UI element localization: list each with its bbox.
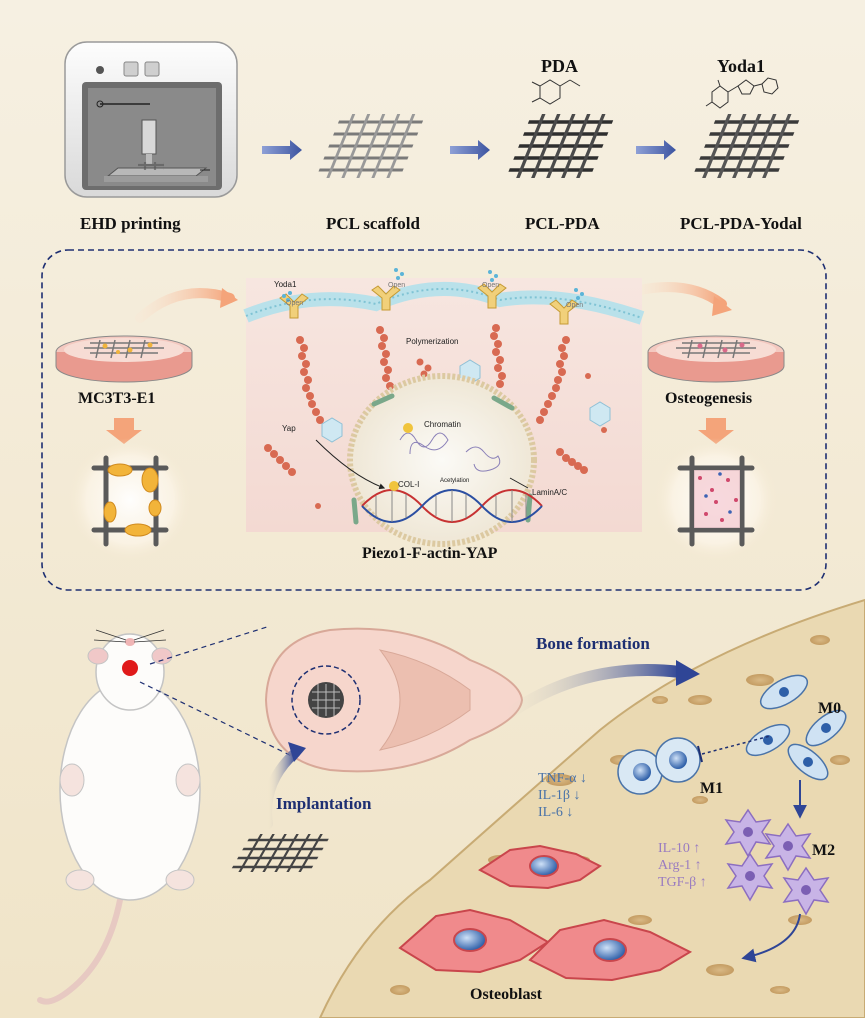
label-m2: M2 [812,842,836,859]
cytokine-arg1: Arg-1 ↑ [658,858,702,873]
label-chromatin: Chromatin [424,420,461,429]
workflow-arrows [262,140,676,160]
label-bone-formation: Bone formation [536,634,650,653]
bone-formation-arrow-icon [494,664,686,726]
label-open: Open [566,302,584,309]
inhibition-bar [697,745,703,763]
arrow-down-icon [698,418,734,444]
arrow-head-icon [712,296,732,316]
label-acetylation: Acetylation [440,478,470,484]
zoom-line [139,681,301,761]
petri-dish-right-icon [647,335,785,383]
label-yap: Yap [282,424,296,433]
chem-pda: PDA [541,56,578,76]
label-polymerization: Polymerization [406,337,459,346]
pcl-pda-scaffold-icon [508,114,614,178]
label-lamin-ac: LaminA/C [532,488,568,497]
label-mc3t3-e1: MC3T3-E1 [78,390,156,407]
cell-scaffold-right-icon [654,438,778,562]
label-m1: M1 [700,780,724,797]
label-implantation: Implantation [276,794,372,813]
label-m0: M0 [818,700,842,717]
pcl-pda-yoda1-scaffold-icon [694,114,800,178]
yoda1-structure-icon [705,77,779,109]
osteoblast-cells [398,844,693,982]
zoom-line [149,625,271,665]
arrow-down-icon [106,418,142,444]
arrow-head-icon [288,742,306,762]
step-pcl-pda: PCL-PDA [525,214,600,233]
mouse-icon [37,629,201,1005]
cell-scaffold-left-icon [68,438,192,562]
step-pcl-pda-yodal: PCL-PDA-Yodal [680,214,802,233]
cytokine-il10: IL-10 ↑ [658,841,701,856]
cytokine-tnf: TNF-α ↓ [538,771,587,786]
curved-arrow-icon [135,288,235,323]
m1-macrophage-cells [617,737,701,795]
label-osteogenesis: Osteogenesis [665,390,753,407]
curved-arrow-icon [741,913,801,963]
label-yoda1-small: Yoda1 [274,280,297,289]
arrow-right-icon [262,140,302,160]
cytokine-il1b: IL-1β ↓ [538,788,581,803]
cytokine-il6: IL-6 ↓ [538,805,574,820]
arrow-right-icon [450,140,490,160]
chem-yoda1: Yoda1 [717,56,766,76]
pcl-scaffold-icon [318,114,424,178]
step-ehd-printing: EHD printing [80,214,181,233]
arrow-right-icon [636,140,676,160]
pda-structure-icon [531,79,581,105]
implant-arrow-icon [262,747,301,829]
label-open: Open [482,282,500,289]
petri-dish-left-icon [55,335,193,383]
mechanism-panel [41,249,827,591]
label-open: Open [388,282,406,289]
cytokine-list-pro-inflammatory: TNF-α ↓ IL-1β ↓ IL-6 ↓ [538,770,587,821]
cell-mechanism-diagram [243,268,645,547]
cytokine-list-anti-inflammatory: IL-10 ↑ Arg-1 ↑ TGF-β ↑ [658,840,707,891]
arrow-head-icon [220,288,238,308]
label-col-i: COL-I [398,480,420,489]
cytokine-tgfb: TGF-β ↑ [658,875,707,890]
arrow-head-icon [676,660,700,686]
skull-icon [264,627,524,773]
step-pcl-scaffold: PCL scaffold [326,214,420,233]
label-osteoblast: Osteoblast [470,986,542,1003]
label-piezo1-pathway: Piezo1-F-actin-YAP [362,545,498,562]
label-open: Open [286,300,304,307]
ehd-printer-icon [64,41,238,198]
implant-scaffold-icon [231,834,329,872]
